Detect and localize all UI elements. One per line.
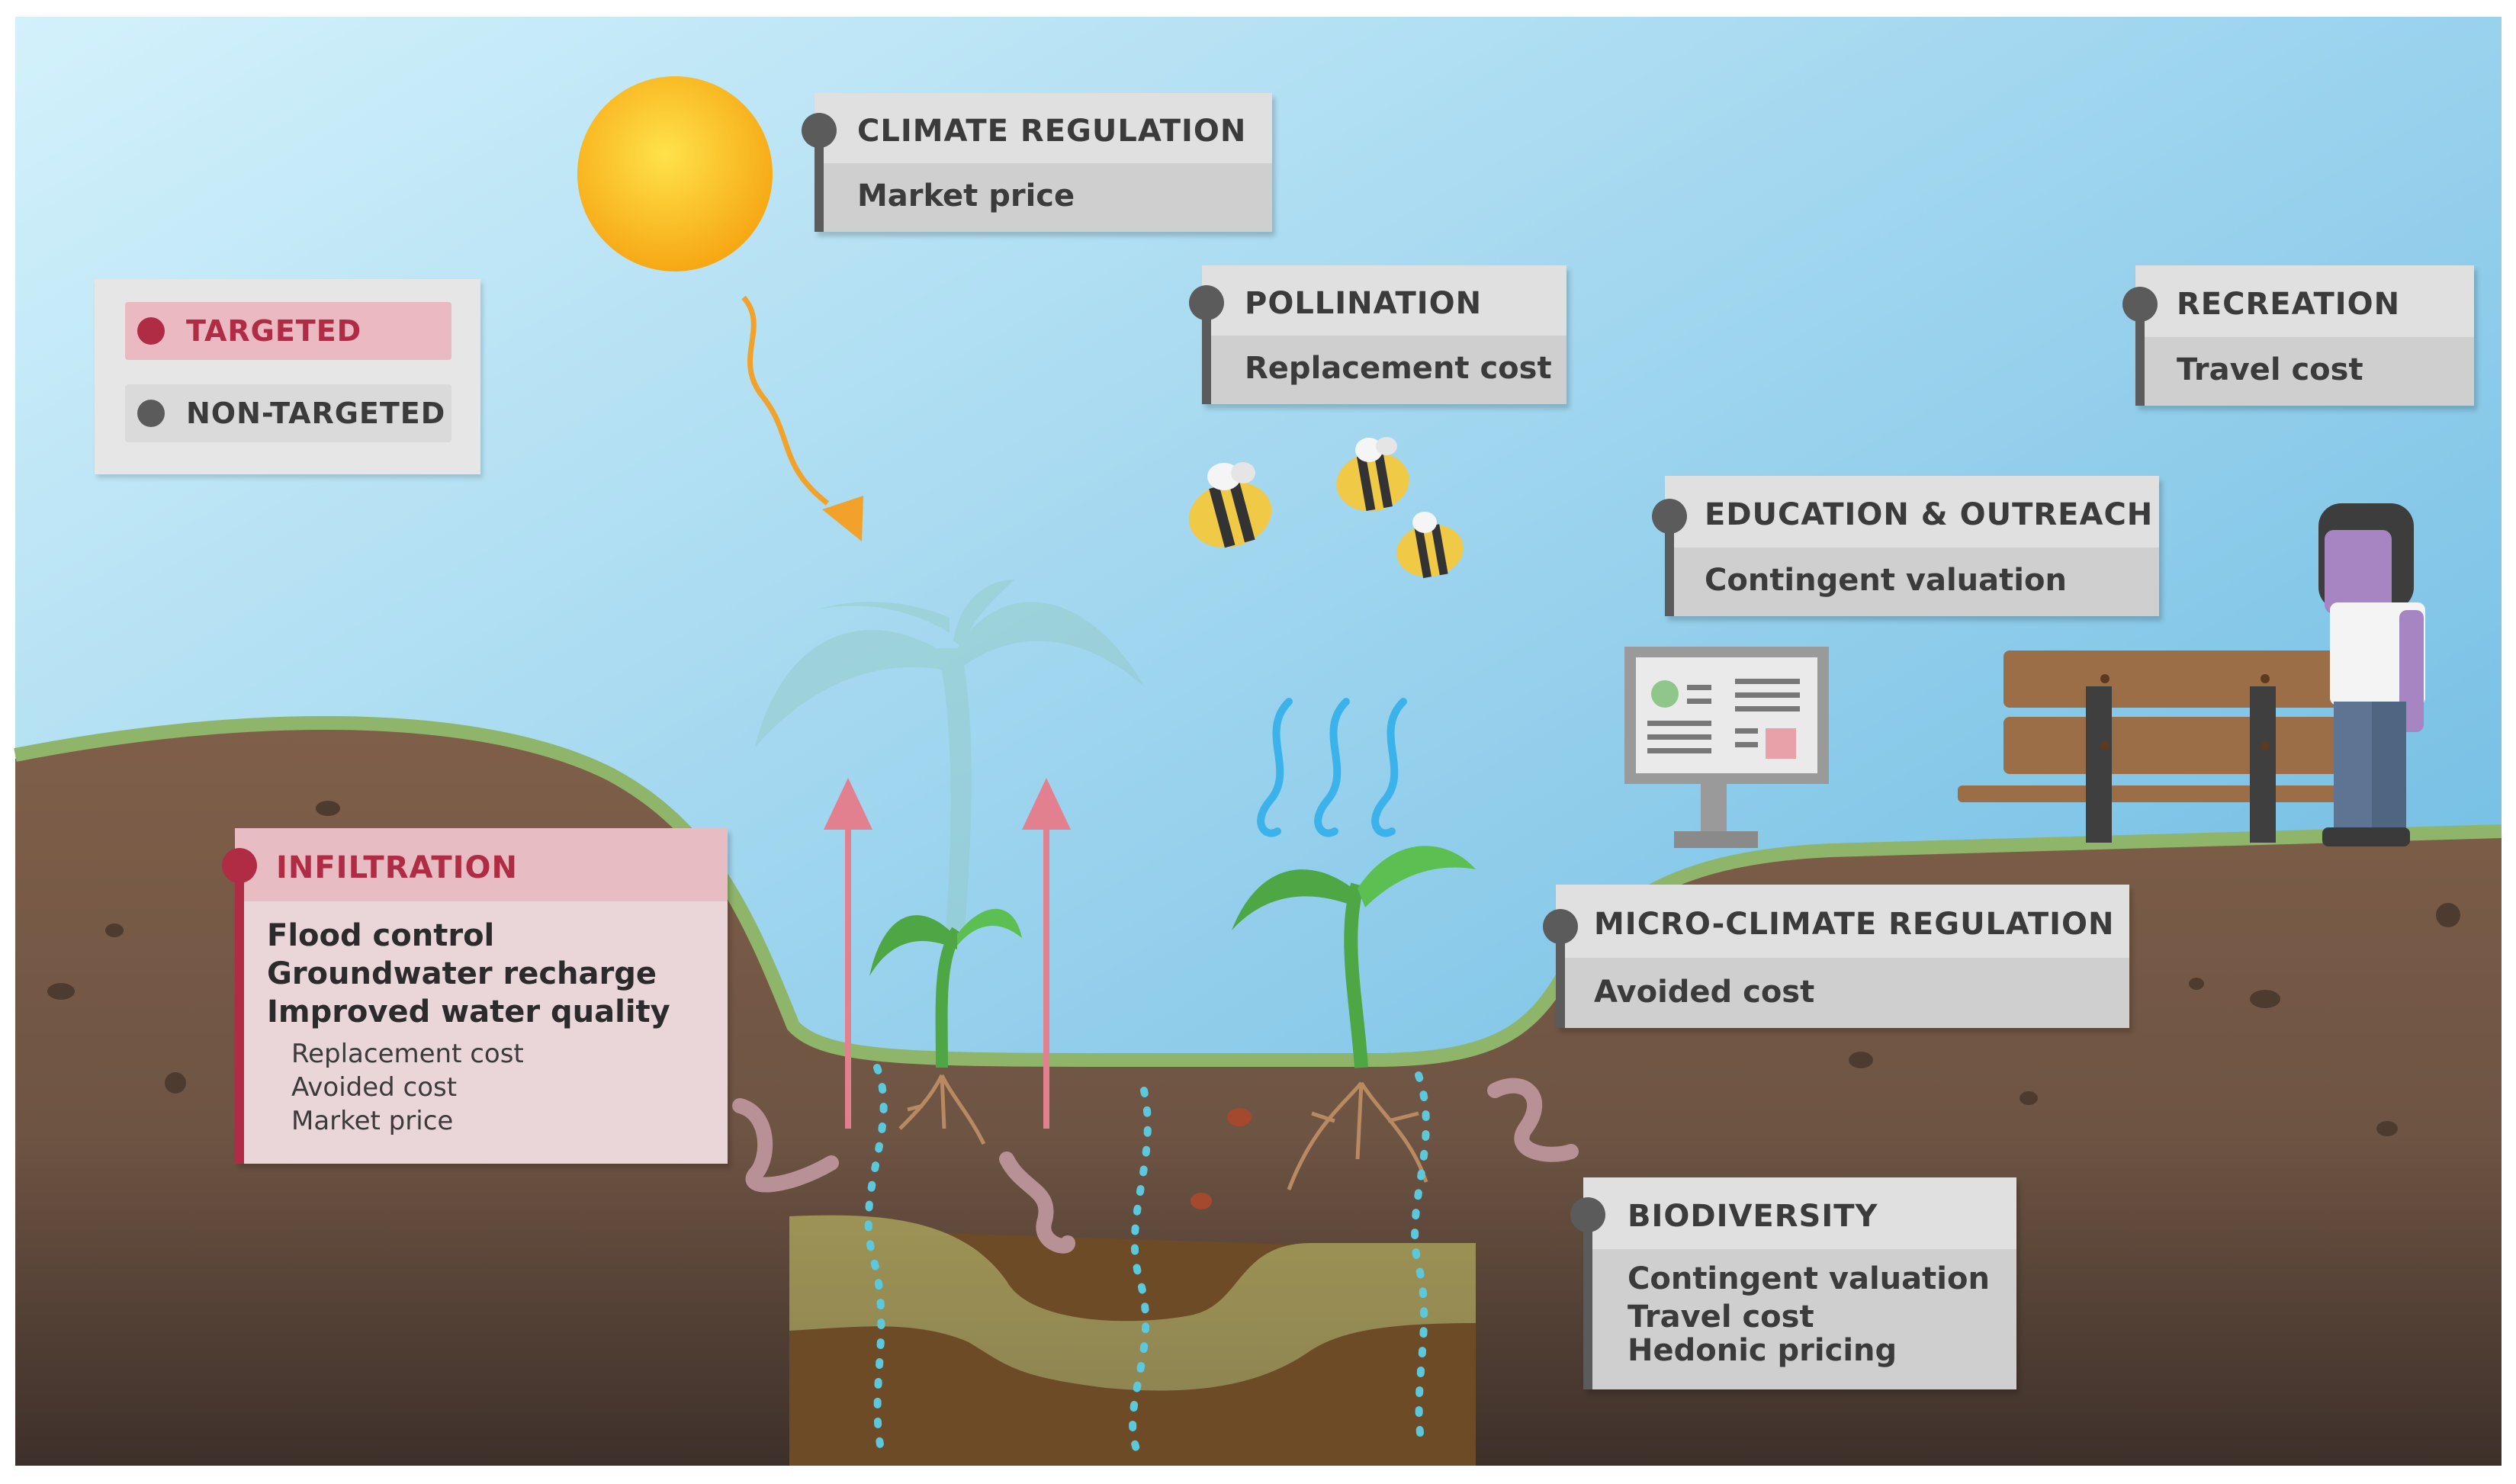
- method-item: Market price: [291, 1106, 454, 1136]
- worm-icon: [732, 1078, 1579, 1254]
- card-title: BIODIVERSITY: [1583, 1177, 2016, 1249]
- card-method: Avoided cost: [1556, 958, 2129, 1028]
- card-infiltration: INFILTRATION Flood control Groundwater r…: [222, 828, 728, 1164]
- sun-icon: [577, 76, 773, 271]
- non-targeted-pin-icon: [1570, 1197, 1605, 1232]
- method-item: Hedonic pricing: [1628, 1333, 1897, 1368]
- soil-profile: [789, 1215, 1476, 1466]
- card-title: EDUCATION & OUTREACH: [1665, 476, 2159, 548]
- non-targeted-pin-icon: [1652, 499, 1687, 534]
- person-icon: [2318, 503, 2425, 846]
- card-stem: [1665, 514, 1674, 616]
- uptake-arrows: [824, 778, 1071, 1129]
- benefit-item: Flood control: [267, 918, 495, 953]
- card-method: Replacement cost: [1202, 336, 1566, 404]
- card-title: POLLINATION: [1202, 265, 1566, 336]
- card-stem: [815, 131, 824, 232]
- non-targeted-pin-icon: [1543, 909, 1578, 944]
- targeted-pin-icon: [222, 848, 257, 883]
- plant-icon: [869, 908, 1022, 1145]
- bee-icon: [1396, 512, 1464, 579]
- card-method: Market price: [815, 163, 1272, 232]
- card-stem: [1202, 304, 1211, 404]
- card-title: INFILTRATION: [235, 828, 728, 901]
- card-micro-climate-regulation: MICRO-CLIMATE REGULATION Avoided cost: [1543, 885, 2129, 1028]
- mite-icon: [1191, 1108, 1252, 1209]
- card-body: Flood control Groundwater recharge Impro…: [235, 901, 728, 1164]
- sunlight-arrow-head: [822, 496, 863, 541]
- card-climate-regulation: CLIMATE REGULATION Market price: [802, 93, 1272, 232]
- card-method: Contingent valuation: [1665, 548, 2159, 616]
- legend-targeted: TARGETED: [125, 302, 451, 360]
- bee-icon: [1336, 437, 1409, 512]
- benefit-item: Improved water quality: [267, 994, 670, 1029]
- method-item: Contingent valuation: [1628, 1261, 1990, 1296]
- bench-icon: [1958, 650, 2370, 843]
- method-item: Travel cost: [1628, 1299, 1814, 1335]
- card-stem: [2135, 304, 2145, 406]
- card-stem: [1556, 923, 1565, 1028]
- soil-pebbles: [47, 801, 2460, 1136]
- card-stem: [235, 866, 244, 1164]
- card-title: RECREATION: [2135, 265, 2474, 337]
- method-item: Replacement cost: [291, 1039, 524, 1069]
- non-targeted-dot-icon: [137, 400, 165, 427]
- card-title: CLIMATE REGULATION: [815, 93, 1272, 163]
- targeted-dot-icon: [137, 317, 165, 345]
- plant-icon: [1232, 846, 1476, 1190]
- non-targeted-pin-icon: [802, 113, 837, 148]
- card-body: Contingent valuation Travel cost Hedonic…: [1583, 1249, 2016, 1389]
- card-stem: [1583, 1216, 1592, 1389]
- card-method: Travel cost: [2135, 337, 2474, 406]
- card-pollination: POLLINATION Replacement cost: [1189, 265, 1566, 404]
- legend-non-targeted: NON-TARGETED: [125, 384, 451, 442]
- bee-icon: [1188, 462, 1272, 548]
- sunlight-arrow: [741, 295, 830, 506]
- card-biodiversity: BIODIVERSITY Contingent valuation Travel…: [1570, 1177, 2016, 1389]
- heat-wave-icon: [1257, 698, 1407, 837]
- non-targeted-pin-icon: [1189, 285, 1224, 320]
- legend: TARGETED NON-TARGETED: [95, 279, 480, 474]
- card-recreation: RECREATION Travel cost: [2122, 265, 2474, 406]
- non-targeted-pin-icon: [2122, 287, 2158, 322]
- faded-plant-icon: [755, 580, 1144, 930]
- legend-non-targeted-label: NON-TARGETED: [186, 397, 446, 430]
- info-board-icon: [1624, 647, 1829, 848]
- benefit-item: Groundwater recharge: [267, 956, 657, 991]
- card-education-outreach: EDUCATION & OUTREACH Contingent valuatio…: [1652, 476, 2159, 616]
- water-droplets: [864, 1064, 1430, 1453]
- legend-targeted-label: TARGETED: [186, 314, 362, 348]
- card-title: MICRO-CLIMATE REGULATION: [1556, 885, 2129, 958]
- method-item: Avoided cost: [291, 1072, 458, 1103]
